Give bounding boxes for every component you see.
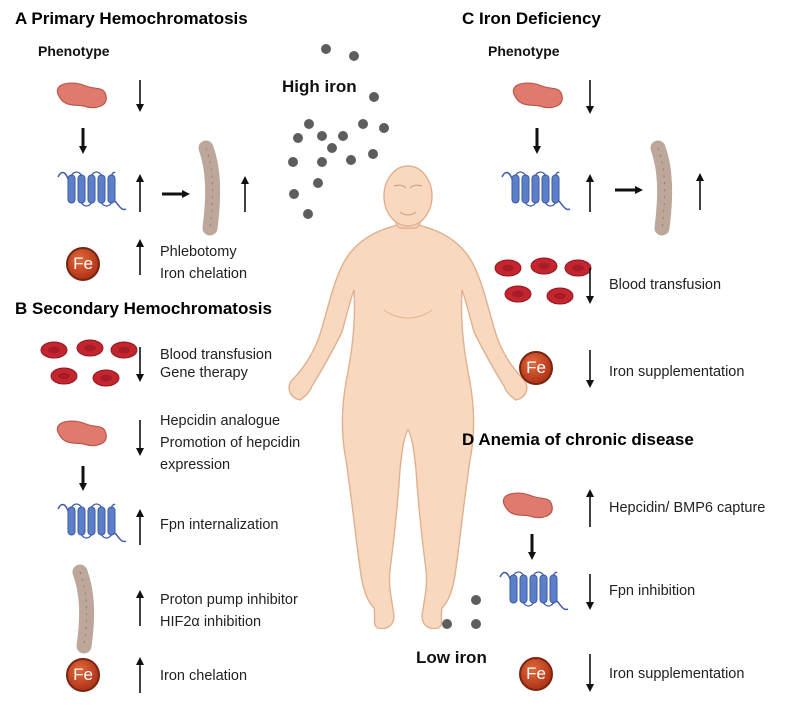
ferroportin-icon xyxy=(57,171,127,211)
intestine-icon xyxy=(650,140,673,236)
panel-b-row-text: Blood transfusion xyxy=(160,347,273,363)
panel-a-phenotype: Phenotype xyxy=(38,43,110,59)
liver-cell-icon xyxy=(512,82,563,109)
fe-iron-icon: Fe xyxy=(519,657,553,691)
fe-iron-icon: Fe xyxy=(66,658,100,692)
red-blood-cells-icon xyxy=(495,258,591,304)
panel-c-title: C Iron Deficiency xyxy=(462,9,601,28)
ferroportin-icon xyxy=(499,571,569,611)
panel-c-row-text: Blood transfusion xyxy=(609,277,722,293)
panel-d-artwork xyxy=(499,489,594,692)
panel-d-row-text: Fpn inhibition xyxy=(609,583,696,599)
panel-c-row-text: Iron supplementation xyxy=(609,364,745,380)
panel-b-artwork xyxy=(41,340,144,693)
panel-b-row-text: Proton pump inhibitor xyxy=(160,592,298,608)
human-body-icon xyxy=(288,165,528,630)
panel-b-row-text: HIF2α inhibition xyxy=(160,614,262,630)
panel-d-row-text: Hepcidin/ BMP6 capture xyxy=(609,500,766,516)
low-iron-particles-icon xyxy=(442,595,481,629)
panel-b-row-text: Iron chelation xyxy=(160,668,248,684)
intestine-icon xyxy=(198,140,221,236)
panel-b-row-text: Gene therapy xyxy=(160,365,248,381)
panel-b-row-text: Hepcidin analogue xyxy=(160,413,281,429)
panel-c-phenotype: Phenotype xyxy=(488,43,560,59)
panel-b-title: B Secondary Hemochromatosis xyxy=(15,299,272,318)
fe-iron-icon: Fe xyxy=(519,351,553,385)
ferroportin-icon xyxy=(501,171,571,211)
liver-cell-icon xyxy=(56,420,107,447)
red-blood-cells-icon xyxy=(41,340,137,386)
intestine-icon xyxy=(72,564,95,654)
iron-particles-icon xyxy=(288,44,389,219)
panel-b-row-text: expression xyxy=(160,457,231,473)
panel-b-row-text: Fpn internalization xyxy=(160,517,279,533)
fe-iron-icon: Fe xyxy=(66,247,100,281)
panel-d-title: D Anemia of chronic disease xyxy=(462,430,694,449)
ferroportin-icon xyxy=(57,503,127,543)
panel-d-row-text: Iron supplementation xyxy=(609,666,745,682)
panel-c-artwork xyxy=(495,80,704,388)
panel-a-title: A Primary Hemochromatosis xyxy=(15,9,248,28)
low-iron-label: Low iron xyxy=(416,648,487,667)
high-iron-label: High iron xyxy=(282,77,357,96)
liver-cell-icon xyxy=(56,82,107,109)
panel-b-row-text: Promotion of hepcidin xyxy=(160,435,301,451)
panel-a-treatment: Iron chelation xyxy=(160,266,248,282)
panel-a-artwork xyxy=(56,80,249,275)
liver-cell-icon xyxy=(502,492,553,519)
panel-a-treatment: Phlebotomy xyxy=(160,244,237,260)
